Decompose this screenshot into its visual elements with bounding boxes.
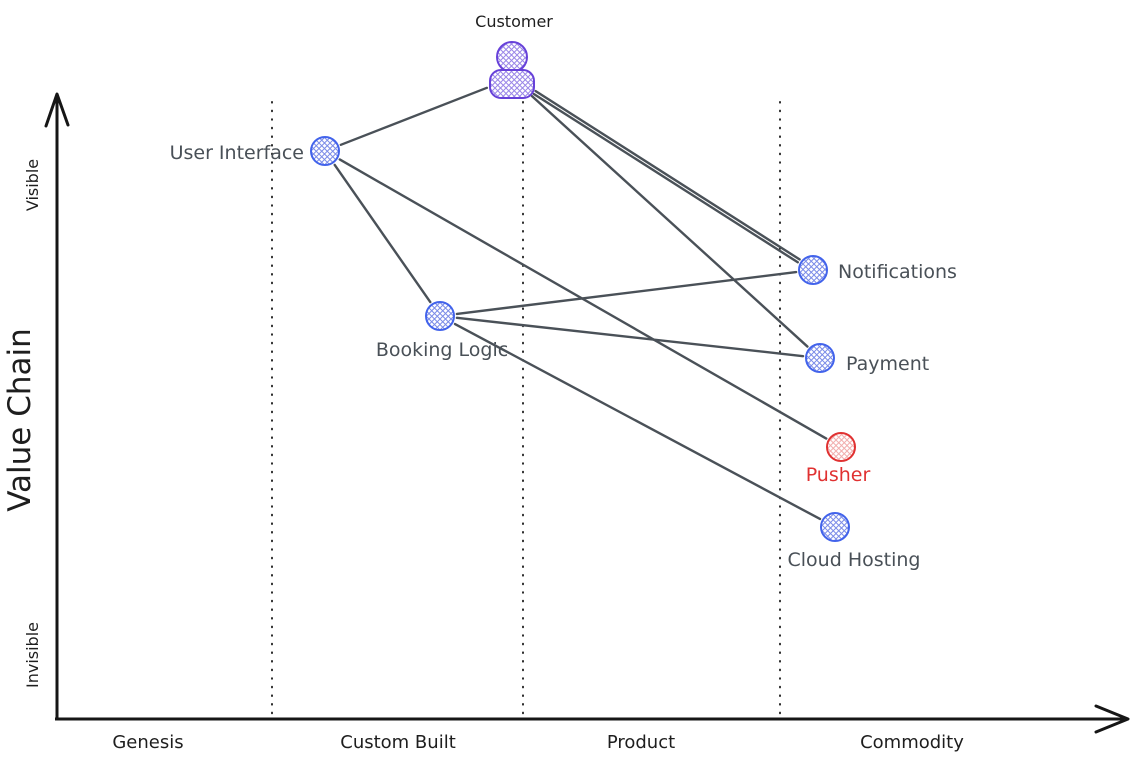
node-circle: [425, 301, 455, 331]
edge-booking-logic--payment: [455, 316, 805, 358]
node-circle: [310, 136, 340, 166]
y-axis-visible-label: Visible: [23, 159, 42, 211]
node-circle: [798, 255, 828, 285]
node-label-payment[interactable]: Payment: [846, 353, 929, 375]
edge-customer--notifications: [532, 92, 799, 264]
edge-booking-logic--cloud-hosting: [453, 322, 822, 521]
node-pusher[interactable]: [826, 432, 856, 462]
y-axis-title: Value Chain: [2, 328, 38, 512]
stage-label-genesis: Genesis: [112, 732, 183, 753]
node-label-customer[interactable]: Customer: [475, 12, 553, 31]
stage-label-product: Product: [607, 732, 675, 753]
node-payment[interactable]: [805, 343, 835, 373]
edge-customer--payment: [530, 94, 809, 348]
node-booking-logic[interactable]: [425, 301, 455, 331]
node-user-interface[interactable]: [310, 136, 340, 166]
y-axis-invisible-label: Invisible: [23, 622, 42, 688]
node-circle: [826, 432, 856, 462]
node-circle: [820, 512, 850, 542]
node-notifications[interactable]: [798, 255, 828, 285]
node-label-cloud-hosting[interactable]: Cloud Hosting: [788, 549, 921, 571]
node-circle: [805, 343, 835, 373]
node-label-pusher[interactable]: Pusher: [806, 464, 871, 486]
node-cloud-hosting[interactable]: [820, 512, 850, 542]
y-axis-arrowhead-icon: [44, 92, 70, 128]
person-head-icon: [496, 41, 528, 73]
x-axis-arrowhead-icon: [1094, 704, 1130, 734]
node-label-booking-logic[interactable]: Booking Logic: [376, 339, 508, 361]
node-customer[interactable]: [489, 41, 535, 99]
stage-label-custom-built: Custom Built: [340, 732, 456, 753]
edge-customer--notifications: [534, 89, 801, 261]
node-label-user-interface[interactable]: User Interface: [170, 142, 304, 164]
edge-customer--user-interface: [339, 86, 489, 147]
node-label-notifications[interactable]: Notifications: [838, 261, 957, 283]
stage-label-commodity: Commodity: [860, 732, 964, 753]
edge-booking-logic--notifications: [455, 270, 798, 316]
edge-user-interface--booking-logic: [333, 163, 432, 304]
person-body-icon: [489, 69, 535, 99]
